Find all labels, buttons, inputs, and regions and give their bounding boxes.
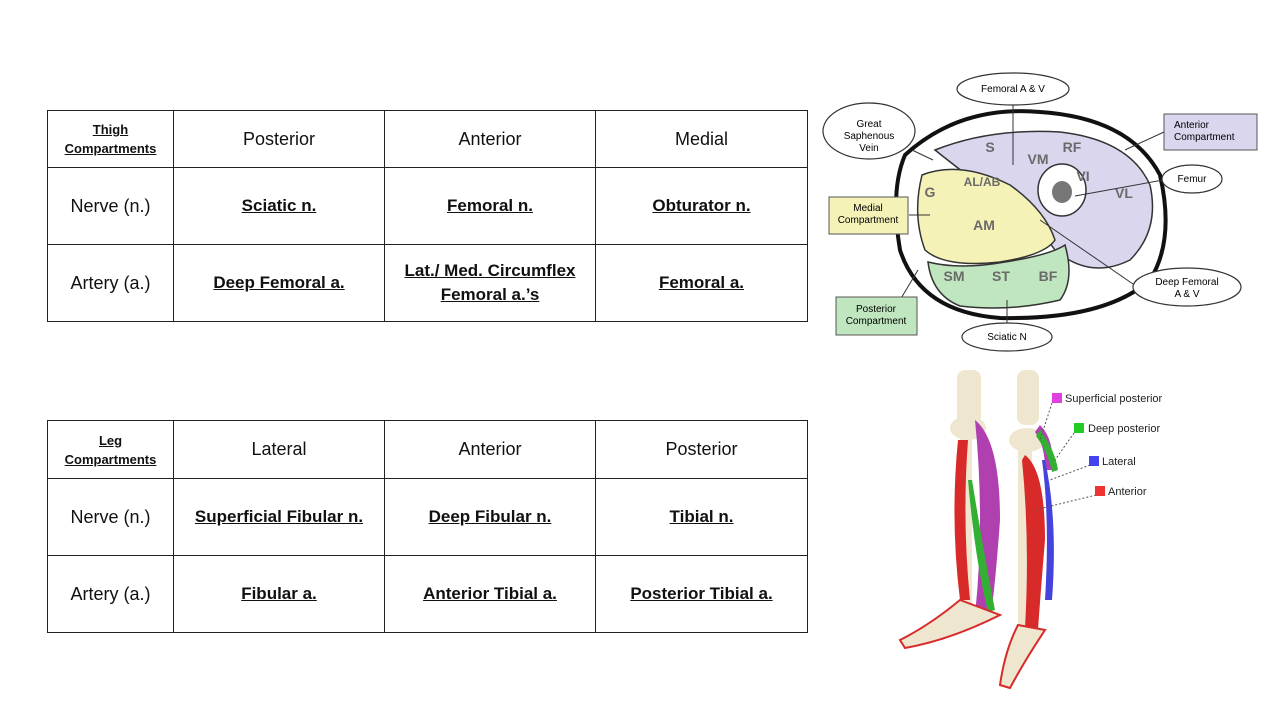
column-header: Posterior bbox=[595, 420, 808, 479]
muscle-label: SM bbox=[944, 268, 965, 284]
table-cell: Posterior Tibial a. bbox=[595, 555, 808, 633]
thigh-compartments-table: Thigh Compartments Posterior Anterior Me… bbox=[47, 110, 808, 322]
deep-posterior-muscle-right bbox=[1036, 430, 1058, 472]
leader-line bbox=[1124, 131, 1165, 151]
callout-label: Compartment bbox=[838, 215, 899, 226]
column-header: Medial bbox=[595, 110, 808, 168]
table-row: Nerve (n.) Sciatic n. Femoral n. Obturat… bbox=[47, 167, 808, 245]
row-label: Nerve (n.) bbox=[47, 167, 174, 245]
muscle-label: VI bbox=[1076, 168, 1089, 184]
posterior-compartment-region bbox=[927, 243, 1070, 309]
table-row: Nerve (n.) Superficial Fibular n. Deep F… bbox=[47, 478, 808, 556]
leg-legend: Superficial posterior Deep posterior Lat… bbox=[1052, 393, 1163, 498]
femur-marrow bbox=[1052, 181, 1072, 203]
table-corner-label: Leg Compartments bbox=[47, 420, 174, 479]
legend-swatch bbox=[1052, 393, 1062, 403]
muscle-label: AL/AB bbox=[964, 175, 1001, 189]
leg-compartments-table: Leg Compartments Lateral Anterior Poster… bbox=[47, 420, 808, 633]
table-cell: Superficial Fibular n. bbox=[173, 478, 385, 556]
table-row: Artery (a.) Deep Femoral a. Lat./ Med. C… bbox=[47, 244, 808, 322]
knee-right bbox=[1009, 428, 1045, 452]
row-label: Artery (a.) bbox=[47, 555, 174, 633]
row-label: Artery (a.) bbox=[47, 244, 174, 322]
posterior-compartment-callout bbox=[835, 296, 918, 336]
medial-compartment-callout bbox=[828, 196, 909, 235]
legend-pointer bbox=[1034, 494, 1097, 511]
callout-label: Deep Femoral bbox=[1155, 277, 1218, 288]
foot-left bbox=[898, 598, 1003, 650]
legend-pointer bbox=[1039, 402, 1053, 441]
table-row: Artery (a.) Fibular a. Anterior Tibial a… bbox=[47, 555, 808, 633]
anterior-muscle-left bbox=[954, 440, 970, 600]
lateral-muscle-right bbox=[1042, 460, 1054, 600]
anterior-compartment-callout bbox=[1163, 113, 1258, 151]
muscle-label: S bbox=[985, 139, 994, 155]
legend-label: Lateral bbox=[1102, 456, 1136, 468]
callout-label: Compartment bbox=[846, 316, 907, 327]
legend-pointer bbox=[1054, 432, 1075, 461]
callout-label: Sciatic N bbox=[987, 332, 1026, 343]
column-header: Anterior bbox=[384, 420, 596, 479]
callout-label: Vein bbox=[859, 143, 878, 154]
leader-line bbox=[1074, 179, 1164, 197]
table-cell: Femoral n. bbox=[384, 167, 596, 245]
legend-swatch bbox=[1074, 423, 1084, 433]
table-cell: Deep Fibular n. bbox=[384, 478, 596, 556]
medial-compartment-region bbox=[916, 168, 1056, 265]
table-cell: Femoral a. bbox=[595, 244, 808, 322]
row-label: Nerve (n.) bbox=[47, 478, 174, 556]
femoral-av-callout bbox=[956, 72, 1070, 106]
muscle-label: ST bbox=[992, 268, 1010, 284]
callout-label: Saphenous bbox=[844, 131, 895, 142]
table-cell: Sciatic n. bbox=[173, 167, 385, 245]
table-cell: Deep Femoral a. bbox=[173, 244, 385, 322]
legend-label: Anterior bbox=[1108, 486, 1147, 498]
table-cell: Tibial n. bbox=[595, 478, 808, 556]
legend-swatch bbox=[1095, 486, 1105, 496]
column-header: Anterior bbox=[384, 110, 596, 168]
anterior-muscle-right bbox=[1022, 455, 1045, 630]
muscle-label: VL bbox=[1115, 185, 1133, 201]
legend-label: Deep posterior bbox=[1088, 423, 1160, 435]
callout-label: Compartment bbox=[1174, 132, 1235, 143]
femur-bone-right bbox=[1017, 370, 1039, 425]
corner-line-1: Leg bbox=[98, 432, 123, 448]
callout-label: Femur bbox=[1178, 174, 1208, 185]
femur-callout bbox=[1161, 164, 1223, 194]
corner-line-1: Thigh bbox=[92, 122, 129, 137]
legend-pointer bbox=[1049, 464, 1091, 481]
muscle-label: G bbox=[925, 184, 936, 200]
corner-line-2: Compartments bbox=[64, 141, 157, 156]
callout-label: Anterior bbox=[1174, 120, 1210, 131]
callout-label: A & V bbox=[1174, 289, 1199, 300]
muscle-label: RF bbox=[1063, 139, 1082, 155]
deep-femoral-av-callout bbox=[1132, 267, 1242, 307]
leader-line bbox=[1039, 219, 1134, 285]
table-cell: Lat./ Med. Circumflex Femoral a.’s bbox=[384, 244, 596, 322]
callout-label: Medial bbox=[853, 203, 882, 214]
muscle-label: AM bbox=[973, 217, 995, 233]
legend-swatch bbox=[1089, 456, 1099, 466]
deep-posterior-muscle-left bbox=[968, 480, 995, 612]
callout-label: Femoral A & V bbox=[981, 84, 1045, 95]
table-cell: Anterior Tibial a. bbox=[384, 555, 596, 633]
muscle-label: BF bbox=[1039, 268, 1058, 284]
table-corner-label: Thigh Compartments bbox=[47, 110, 174, 168]
callout-label: Great bbox=[856, 119, 881, 130]
legend-label: Superficial posterior bbox=[1065, 393, 1163, 405]
sciatic-nerve-callout bbox=[961, 322, 1053, 352]
lower-leg-illustration bbox=[898, 370, 1097, 690]
muscle-label: VM bbox=[1028, 151, 1049, 167]
great-saphenous-vein-callout bbox=[822, 102, 916, 160]
foot-right bbox=[998, 623, 1047, 690]
column-header: Posterior bbox=[173, 110, 385, 168]
table-cell: Obturator n. bbox=[595, 167, 808, 245]
table-header-row: Leg Compartments Lateral Anterior Poster… bbox=[47, 420, 808, 479]
callout-label: Posterior bbox=[856, 304, 897, 315]
corner-line-2: Compartments bbox=[64, 451, 157, 467]
leader-line bbox=[911, 149, 934, 161]
table-header-row: Thigh Compartments Posterior Anterior Me… bbox=[47, 110, 808, 168]
femur-bone-left bbox=[957, 370, 981, 425]
